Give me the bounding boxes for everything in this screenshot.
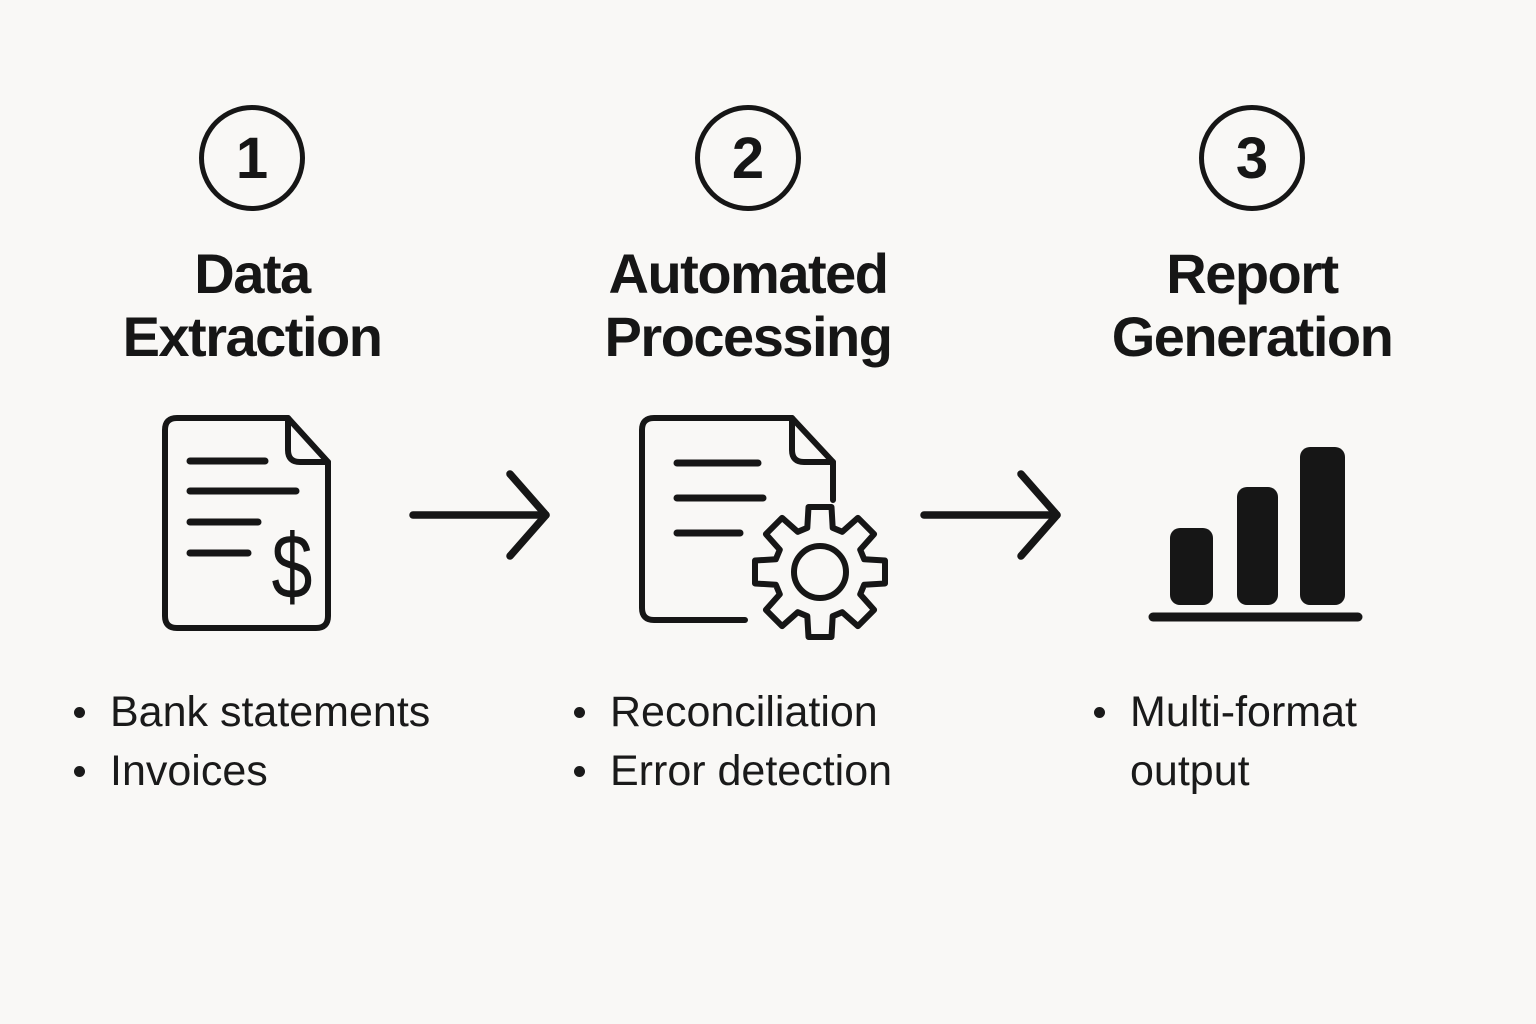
dollar-sign-glyph: $ (272, 515, 313, 618)
bullet-dot (74, 766, 85, 777)
arrow-right-icon (917, 465, 1067, 570)
bullet-list-data-extraction: Bank statements Invoices (72, 683, 430, 801)
list-item: Invoices (72, 742, 430, 801)
list-item: Error detection (572, 742, 892, 801)
gear-outline (752, 504, 888, 640)
bullet-dot (1094, 707, 1105, 718)
bullet-list-automated-processing: Reconciliation Error detection (572, 683, 892, 801)
invoice-document-dollar-icon: $ (159, 412, 334, 639)
bullet-dot (74, 707, 85, 718)
step-title-data-extraction: Data Extraction (122, 242, 383, 368)
bullet-text: Multi-format output (1130, 688, 1357, 795)
step-number-3: 3 (1235, 125, 1269, 191)
bullet-list-report-generation: Multi-format output (1092, 683, 1402, 801)
step-number-badge-1: 1 (199, 105, 305, 211)
step-number-2: 2 (731, 125, 765, 191)
bullet-text: Reconciliation (610, 688, 878, 736)
step-title-report-generation: Report Generation (1111, 242, 1394, 368)
bullet-text: Invoices (110, 747, 268, 795)
arrow-right-icon (406, 465, 556, 570)
list-item: Multi-format output (1092, 683, 1402, 801)
bar-chart-icon (1145, 440, 1365, 635)
step-number-1: 1 (235, 125, 269, 191)
list-item: Bank statements (72, 683, 430, 742)
document-gear-icon (635, 404, 895, 659)
step-number-badge-2: 2 (695, 105, 801, 211)
bullet-dot (574, 766, 585, 777)
bullet-dot (574, 707, 585, 718)
bullet-text: Bank statements (110, 688, 431, 736)
step-number-badge-3: 3 (1199, 105, 1305, 211)
list-item: Reconciliation (572, 683, 892, 742)
step-title-automated-processing: Automated Processing (604, 242, 893, 368)
bullet-text: Error detection (610, 747, 893, 795)
